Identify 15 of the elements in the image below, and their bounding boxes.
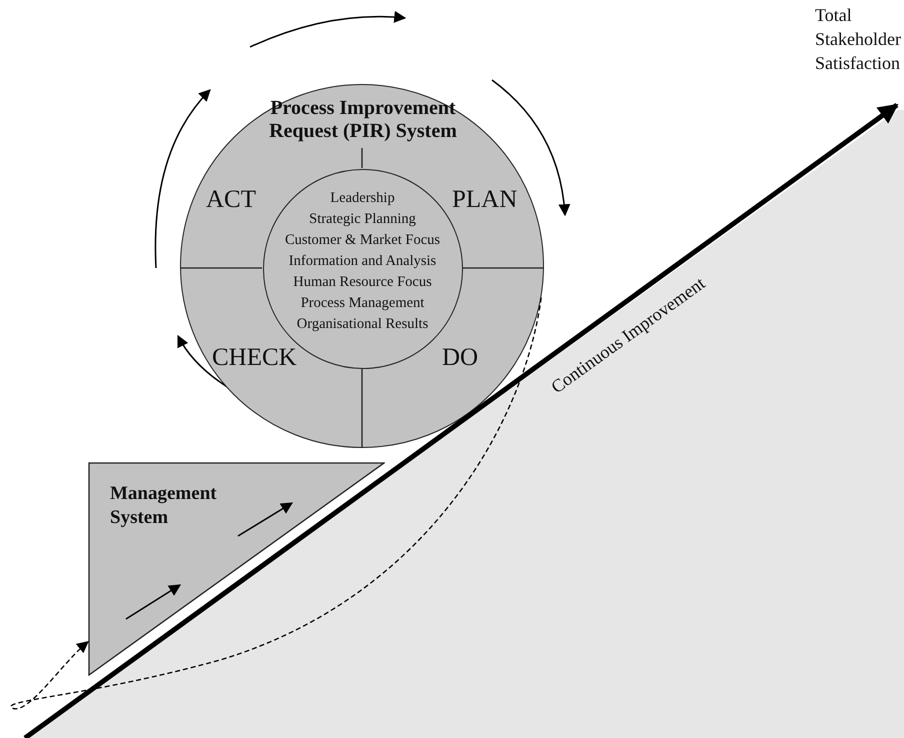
dashed-arrow (11, 297, 542, 709)
phase-label: ACT (206, 186, 256, 214)
phase-label: CHECK (212, 344, 297, 372)
criteria-item: Information and Analysis (288, 253, 438, 270)
criteria-item: Strategic Planning (308, 211, 417, 228)
criteria-item: Customer & Market Focus (284, 232, 442, 249)
goal-text: Total Stakeholder Satisfaction (815, 3, 904, 105)
wheel-title: Process Improvement Request (PIR) System (268, 97, 458, 143)
phase-label: DO (442, 344, 478, 372)
criteria-item: Process Management (300, 295, 426, 312)
criteria-item: Organisational Results (296, 316, 430, 333)
triangle-title: Management System (110, 482, 218, 530)
criteria-item: Human Resource Focus (292, 274, 433, 291)
phase-label: PLAN (452, 186, 518, 214)
slope-arrow (24, 102, 898, 738)
